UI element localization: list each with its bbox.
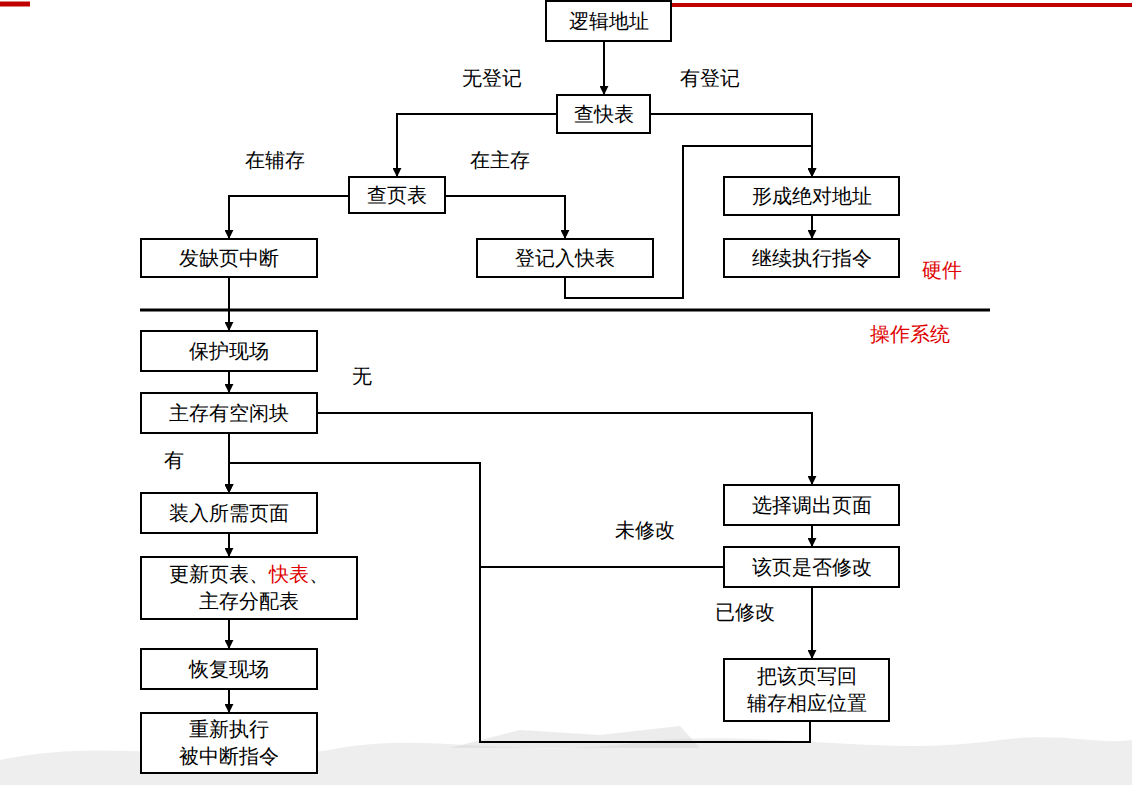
box-text: 装入所需页面 [169, 500, 289, 527]
box-text: 该页是否修改 [752, 554, 872, 581]
box-text: 主存有空闲块 [169, 400, 289, 427]
flow-arrow [228, 372, 230, 392]
process-box: 形成绝对地址 [723, 176, 900, 216]
box-text: 选择调出页面 [752, 492, 872, 519]
header-bar [672, 3, 1132, 7]
box-text: 继续执行指令 [752, 245, 872, 272]
flow-arrow [811, 526, 813, 546]
ink-watermark [450, 726, 700, 748]
box-text: 把该页写回辅存相应位置 [747, 663, 867, 717]
edge-label: 在辅存 [243, 148, 307, 172]
process-box: 把该页写回辅存相应位置 [723, 658, 890, 722]
box-text: 查页表 [367, 182, 427, 209]
box-text: 查快表 [574, 101, 634, 128]
edge-label: 有 [162, 448, 186, 472]
edge-label: 无 [350, 364, 374, 388]
process-box: 主存有空闲块 [140, 392, 318, 434]
edge-label: 未修改 [613, 518, 677, 542]
box-text: 形成绝对地址 [752, 183, 872, 210]
header-bar [0, 2, 30, 7]
box-text: 保护现场 [189, 338, 269, 365]
flow-arrow [603, 42, 605, 94]
process-box: 查页表 [348, 176, 446, 214]
process-box: 该页是否修改 [723, 546, 900, 588]
flow-arrow [811, 588, 813, 658]
process-box: 更新页表、快表、主存分配表 [140, 556, 358, 620]
region-label: 硬件 [920, 258, 964, 282]
flow-arrow [397, 114, 556, 176]
flow-arrow [811, 216, 813, 238]
flow-arrow [228, 534, 230, 556]
flow-arrow [318, 413, 812, 484]
region-label: 操作系统 [868, 322, 952, 346]
box-text: 恢复现场 [189, 656, 269, 683]
process-box: 恢复现场 [140, 648, 318, 690]
flow-arrow [446, 196, 565, 238]
process-box: 选择调出页面 [723, 484, 900, 526]
box-text: 逻辑地址 [569, 8, 649, 35]
edge-label: 无登记 [460, 66, 524, 90]
process-box: 继续执行指令 [723, 238, 900, 278]
flow-arrow [229, 196, 348, 238]
process-box: 登记入快表 [476, 238, 654, 278]
edge-label: 在主存 [468, 148, 532, 172]
box-text: 重新执行被中断指令 [179, 716, 279, 770]
box-text: 登记入快表 [515, 245, 615, 272]
edge-label: 已修改 [713, 600, 777, 624]
flow-arrow [228, 620, 230, 648]
box-text: 更新页表、快表、主存分配表 [169, 561, 329, 615]
process-box: 逻辑地址 [545, 0, 672, 42]
flow-arrow [228, 690, 230, 712]
process-box: 重新执行被中断指令 [140, 712, 318, 774]
process-box: 装入所需页面 [140, 492, 318, 534]
process-box: 保护现场 [140, 330, 318, 372]
flow-arrow [228, 278, 230, 330]
process-box: 查快表 [556, 94, 651, 134]
box-text: 发缺页中断 [179, 245, 279, 272]
process-box: 发缺页中断 [140, 238, 318, 278]
edge-label: 有登记 [678, 66, 742, 90]
separator-line [140, 309, 990, 312]
